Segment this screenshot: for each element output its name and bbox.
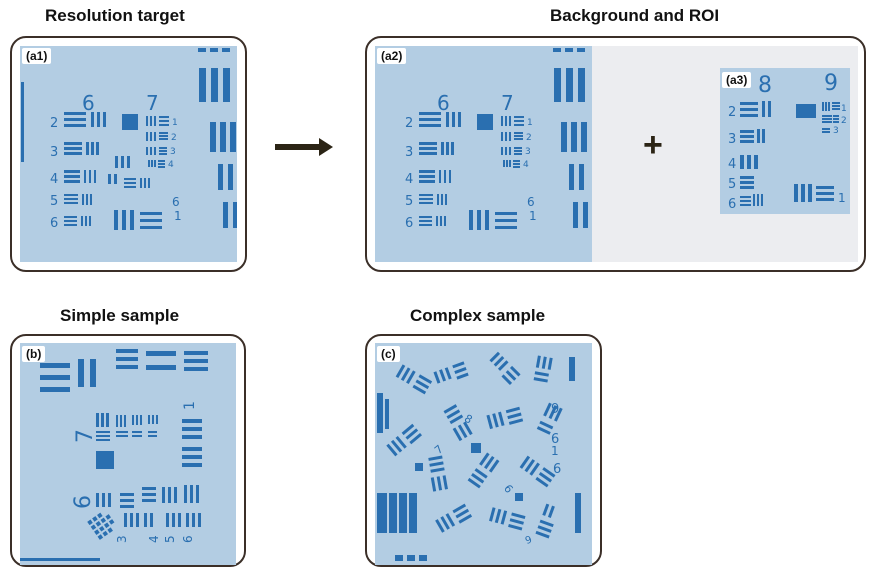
svg-text:1: 1: [172, 118, 178, 128]
svg-text:6: 6: [728, 197, 736, 212]
svg-text:2: 2: [405, 116, 413, 131]
svg-text:1: 1: [182, 401, 198, 410]
svg-text:1: 1: [527, 118, 533, 128]
target-image-a1: 6 7 2 3 4 5 6 1 2 3 4 6 1: [20, 46, 237, 262]
svg-text:9: 9: [824, 71, 838, 96]
svg-text:5: 5: [163, 535, 177, 543]
svg-text:1: 1: [529, 209, 537, 223]
svg-text:5: 5: [50, 194, 58, 209]
svg-text:4: 4: [147, 535, 161, 543]
svg-text:2: 2: [841, 116, 847, 126]
svg-text:6: 6: [50, 216, 58, 231]
svg-text:4: 4: [50, 172, 58, 187]
label-a3: (a3): [722, 72, 752, 88]
svg-text:7: 7: [146, 91, 159, 115]
svg-text:6: 6: [527, 195, 535, 209]
svg-text:2: 2: [50, 116, 58, 131]
svg-text:3: 3: [50, 145, 58, 160]
svg-text:7: 7: [432, 442, 446, 456]
frame-simple-sample: 7 6 3 4 5 6 1 (b): [10, 334, 246, 567]
title-background-roi: Background and ROI: [550, 6, 720, 25]
svg-text:5: 5: [728, 177, 736, 192]
frame-resolution-target: 6 7 2 3 4 5 6 1 2 3 4 6 1 (a1): [10, 36, 247, 272]
title-resolution-target: Resolution target: [45, 6, 185, 25]
label-c: (c): [377, 346, 400, 362]
frame-background-roi: 6 7 2 3 4 5 6 1 2 3 4 6 1 (a2) +: [365, 36, 866, 272]
svg-text:8: 8: [758, 73, 772, 98]
simple-sample-image: 7 6 3 4 5 6 1: [20, 343, 236, 565]
frame-complex-sample: 9 6 1 6 8 7 6 9 (c): [365, 334, 602, 567]
svg-text:3: 3: [115, 535, 129, 543]
svg-text:6: 6: [181, 535, 195, 543]
label-a2: (a2): [377, 48, 407, 64]
plus-icon: +: [643, 126, 663, 164]
svg-text:4: 4: [728, 157, 736, 172]
svg-text:5: 5: [405, 194, 413, 209]
svg-text:4: 4: [405, 172, 413, 187]
svg-text:6: 6: [553, 462, 561, 477]
svg-text:2: 2: [171, 133, 177, 143]
title-complex-sample: Complex sample: [410, 306, 546, 325]
svg-text:3: 3: [170, 147, 176, 157]
svg-text:2: 2: [526, 133, 532, 143]
svg-text:6: 6: [71, 495, 96, 509]
svg-text:6: 6: [501, 482, 515, 496]
label-b: (b): [22, 346, 46, 362]
svg-text:2: 2: [728, 105, 736, 120]
svg-text:3: 3: [405, 145, 413, 160]
svg-text:3: 3: [728, 132, 736, 147]
usaf-target-a3: 8 9 2 3 4 5 6 1 2 3 1: [728, 71, 847, 212]
usaf-target-cluttered: 9 6 1 6 8 7 6 9: [377, 351, 581, 561]
svg-text:6: 6: [551, 432, 559, 447]
svg-text:9: 9: [524, 534, 534, 547]
usaf-target-rotated: 7 6 3 4 5 6 1: [20, 349, 208, 561]
svg-text:4: 4: [523, 160, 529, 170]
svg-text:4: 4: [168, 160, 174, 170]
title-simple-sample: Simple sample: [60, 306, 180, 325]
svg-text:1: 1: [551, 444, 559, 458]
svg-text:3: 3: [833, 126, 839, 136]
label-a1: (a1): [22, 48, 52, 64]
svg-text:6: 6: [172, 195, 180, 209]
svg-text:6: 6: [405, 216, 413, 231]
usaf-target-a2: 6 7 2 3 4 5 6 1 2 3 4 6 1: [405, 48, 588, 231]
svg-text:6: 6: [437, 91, 450, 115]
svg-text:1: 1: [174, 209, 182, 223]
background-image-a2: 6 7 2 3 4 5 6 1 2 3 4 6 1: [375, 46, 592, 262]
svg-text:3: 3: [525, 147, 531, 157]
svg-text:1: 1: [841, 104, 847, 114]
svg-text:1: 1: [838, 191, 846, 205]
complex-sample-image: 9 6 1 6 8 7 6 9: [375, 343, 592, 565]
svg-text:7: 7: [501, 91, 514, 115]
svg-text:6: 6: [82, 91, 95, 115]
svg-text:9: 9: [551, 402, 559, 417]
roi-image-a3: 8 9 2 3 4 5 6 1 2 3 1: [720, 68, 850, 214]
svg-text:7: 7: [73, 429, 98, 443]
arrow-right-icon: [275, 138, 333, 156]
usaf-target-a1: 6 7 2 3 4 5 6 1 2 3 4 6 1: [21, 48, 237, 231]
